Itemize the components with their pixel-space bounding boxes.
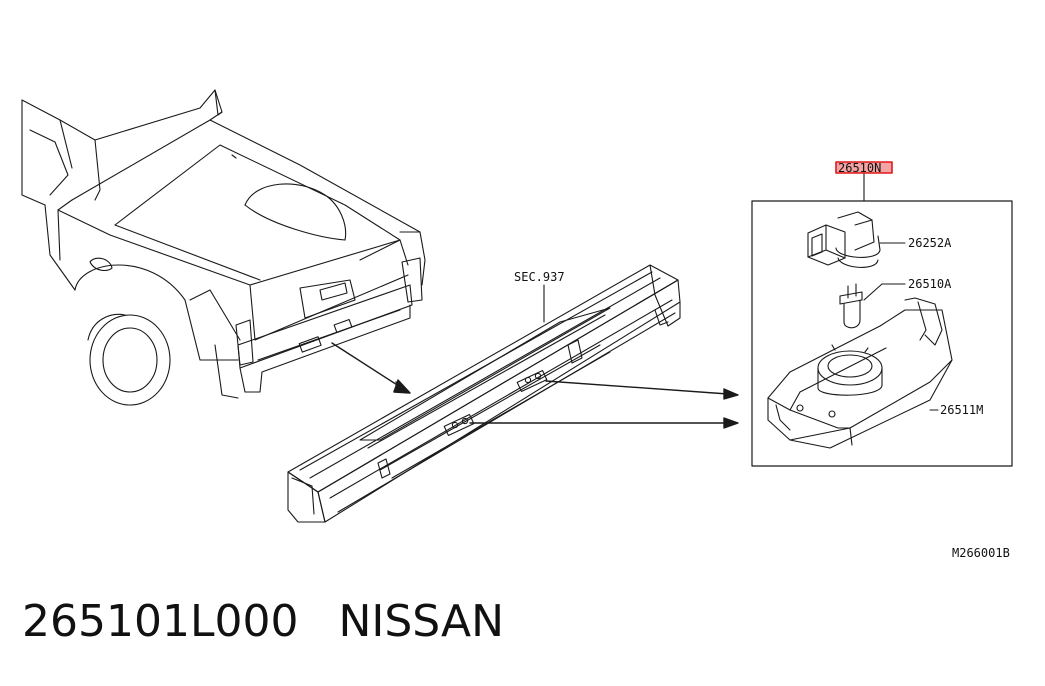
pointer-arrows bbox=[331, 342, 739, 429]
part-code-text: 265101L000 bbox=[22, 596, 299, 647]
housing-drawing bbox=[767, 297, 953, 449]
socket-part-label[interactable]: 26252A bbox=[908, 236, 952, 250]
bumper-assembly-drawing bbox=[287, 264, 681, 523]
section-reference-label[interactable]: SEC.937 bbox=[514, 270, 565, 284]
part-caption: 265101L000 NISSAN bbox=[22, 596, 504, 647]
part-number-highlight bbox=[835, 161, 893, 174]
socket-drawing bbox=[807, 211, 906, 268]
bulb-drawing bbox=[839, 283, 906, 329]
truck-rear-drawing bbox=[21, 89, 426, 406]
brand-text: NISSAN bbox=[338, 596, 505, 647]
figure-id-label: M266001B bbox=[952, 546, 1010, 560]
lamp-detail-box bbox=[751, 172, 1013, 467]
housing-part-label[interactable]: 26511M bbox=[940, 403, 983, 417]
part-number-label[interactable]: 26510N bbox=[838, 161, 881, 175]
bulb-part-label[interactable]: 26510A bbox=[908, 277, 952, 291]
